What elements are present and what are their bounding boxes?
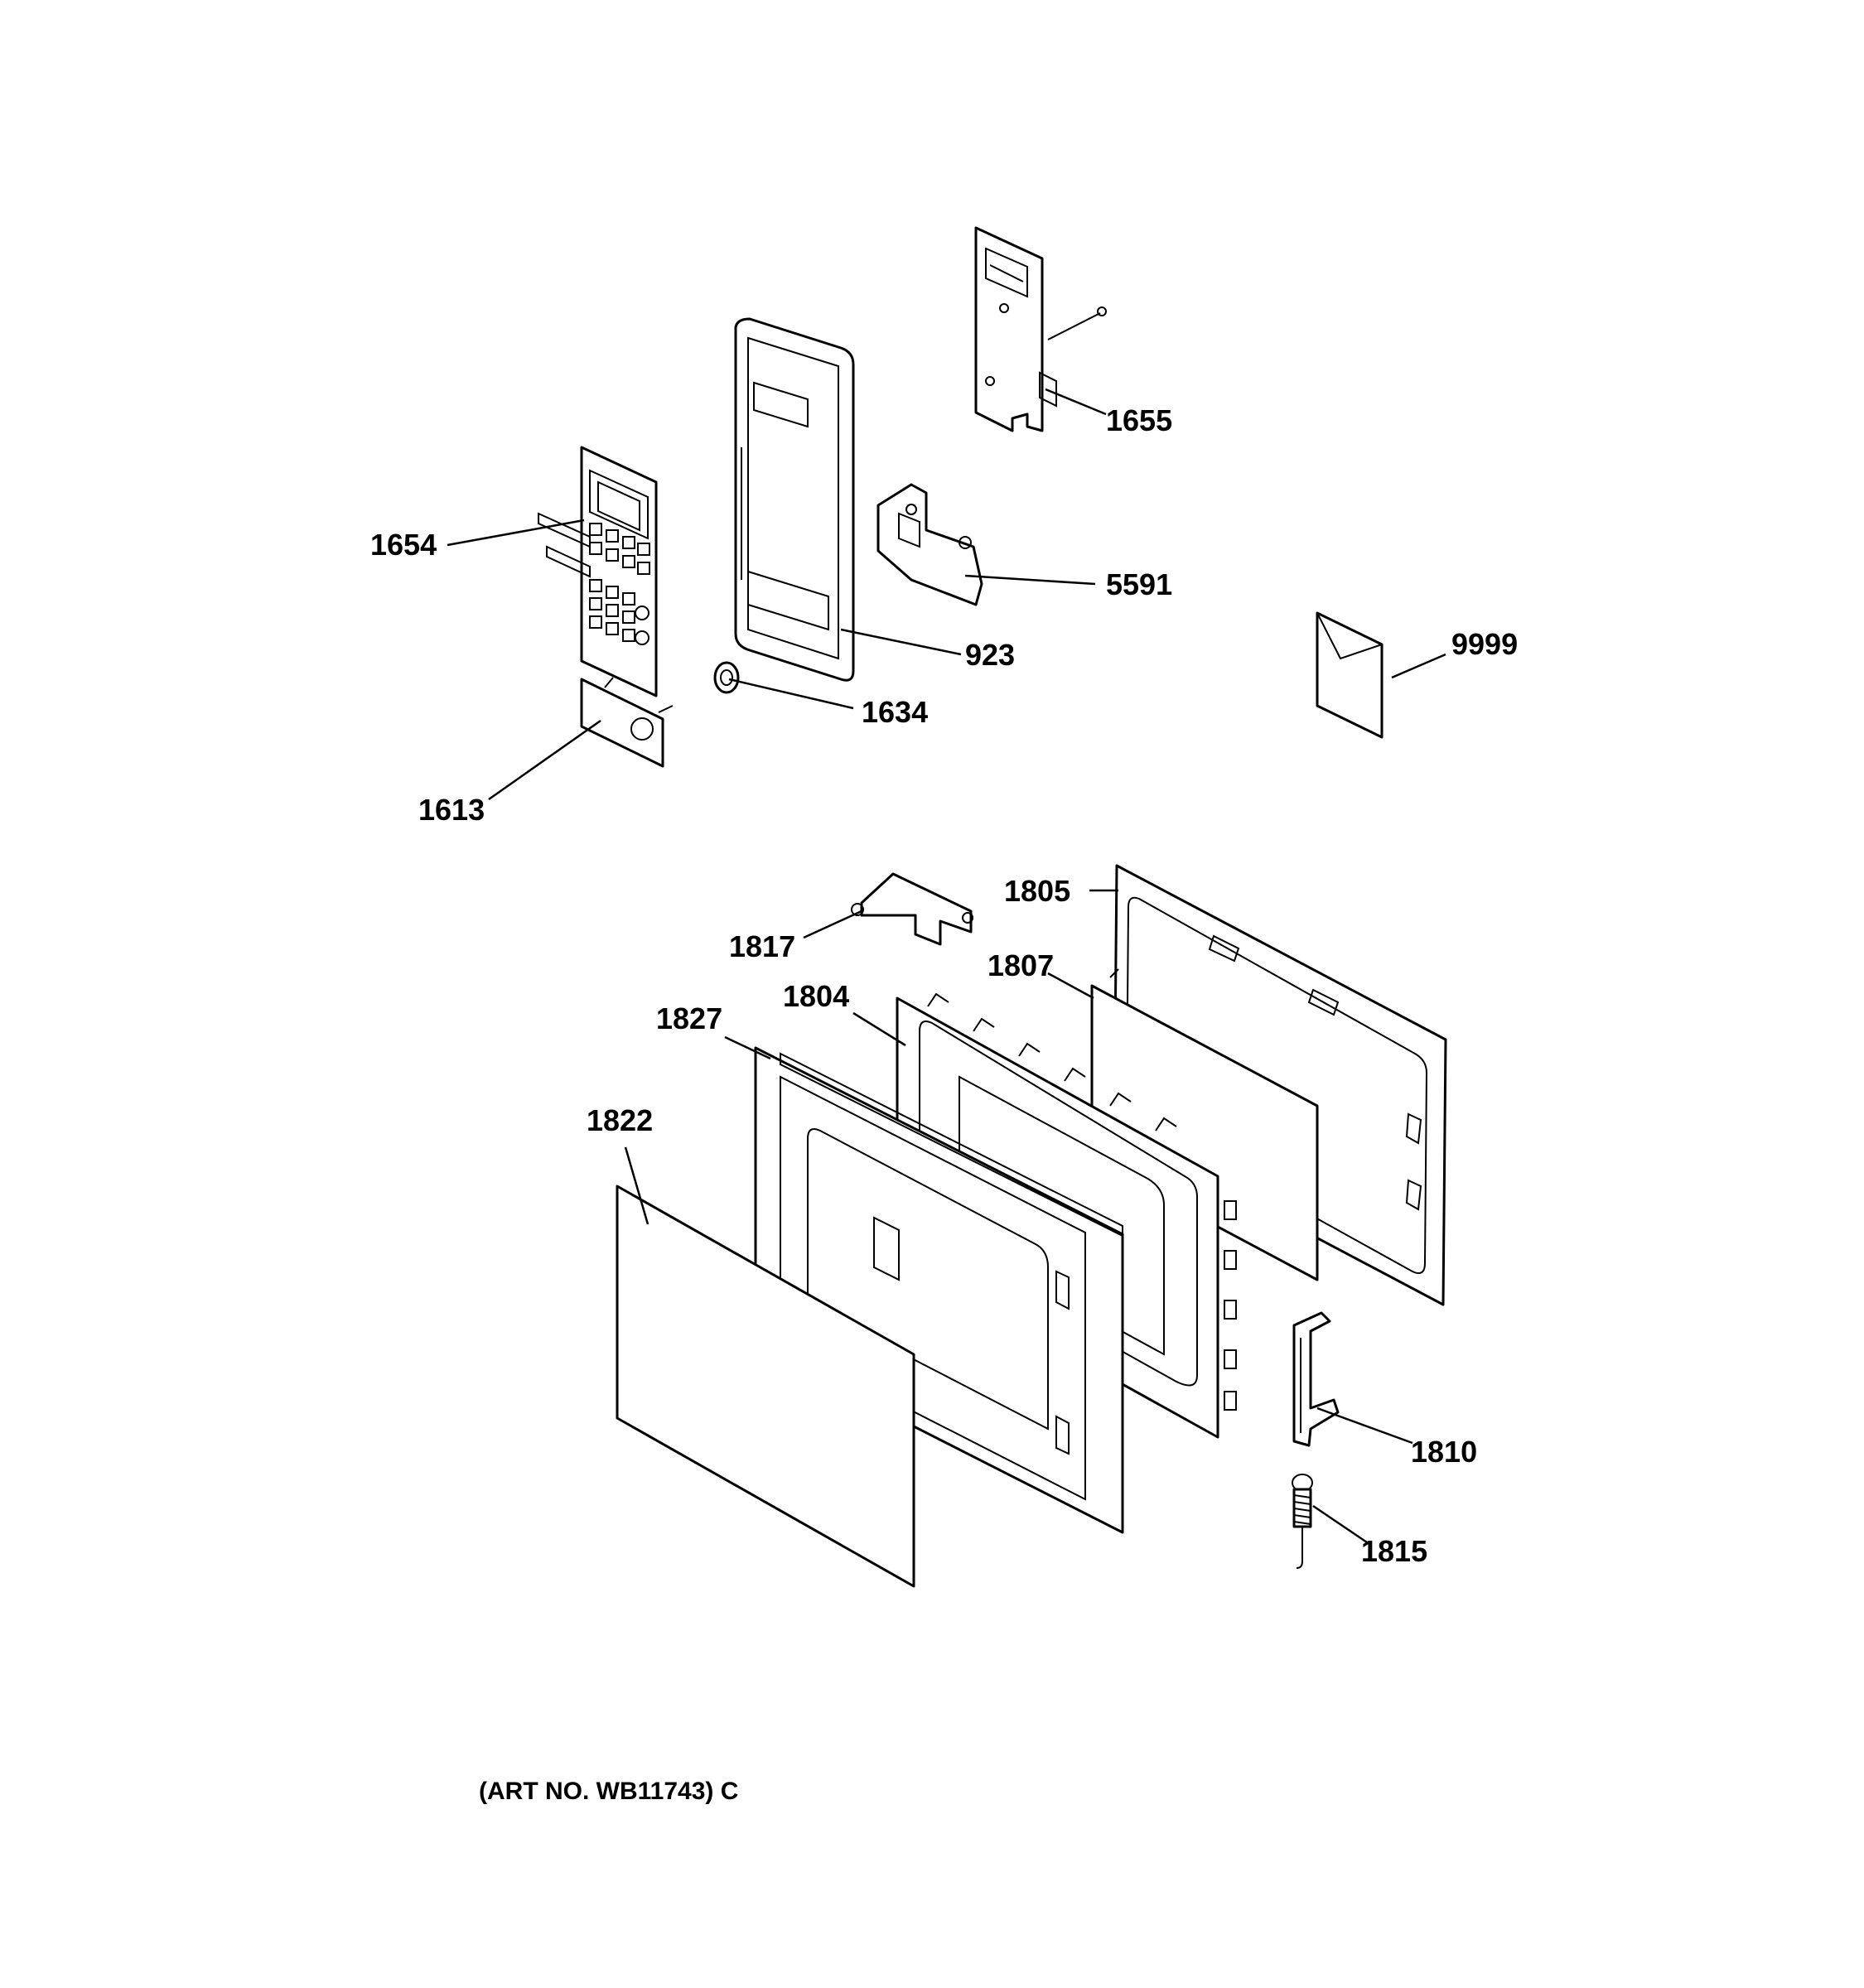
outer-glass-1822[interactable] bbox=[616, 1185, 915, 1588]
label-1807: 1807 bbox=[988, 948, 1054, 982]
art-number: (ART NO. WB11743) C bbox=[479, 1778, 738, 1805]
label-9999: 9999 bbox=[1451, 627, 1518, 661]
latch-1810[interactable] bbox=[1292, 1311, 1340, 1447]
label-1815: 1815 bbox=[1361, 1534, 1427, 1568]
label-1634: 1634 bbox=[862, 695, 928, 729]
label-1805: 1805 bbox=[1004, 874, 1070, 908]
control-board-1655[interactable] bbox=[974, 226, 1107, 432]
leader-lines bbox=[447, 388, 1446, 1544]
touch-panel-1654[interactable] bbox=[538, 446, 658, 697]
spring-1815[interactable] bbox=[1292, 1474, 1313, 1569]
label-1810: 1810 bbox=[1411, 1435, 1477, 1469]
envelope-9999[interactable] bbox=[1316, 611, 1384, 739]
screen-1807[interactable] bbox=[1090, 984, 1319, 1281]
control-frame-923[interactable] bbox=[734, 317, 855, 682]
label-1613: 1613 bbox=[418, 793, 485, 827]
label-1804: 1804 bbox=[783, 979, 849, 1013]
hinge-1817[interactable] bbox=[851, 872, 973, 946]
label-1822: 1822 bbox=[587, 1103, 653, 1137]
knob-1634[interactable] bbox=[713, 661, 740, 694]
door-button-1613[interactable] bbox=[580, 677, 674, 768]
label-1654: 1654 bbox=[370, 528, 437, 562]
label-5591: 5591 bbox=[1106, 567, 1172, 601]
label-1827: 1827 bbox=[656, 1001, 722, 1035]
label-1655: 1655 bbox=[1106, 403, 1172, 437]
bracket-5591[interactable] bbox=[876, 483, 983, 606]
label-1817: 1817 bbox=[729, 929, 795, 963]
choke-cover-1827[interactable] bbox=[754, 1046, 1124, 1534]
label-923: 923 bbox=[965, 638, 1015, 672]
